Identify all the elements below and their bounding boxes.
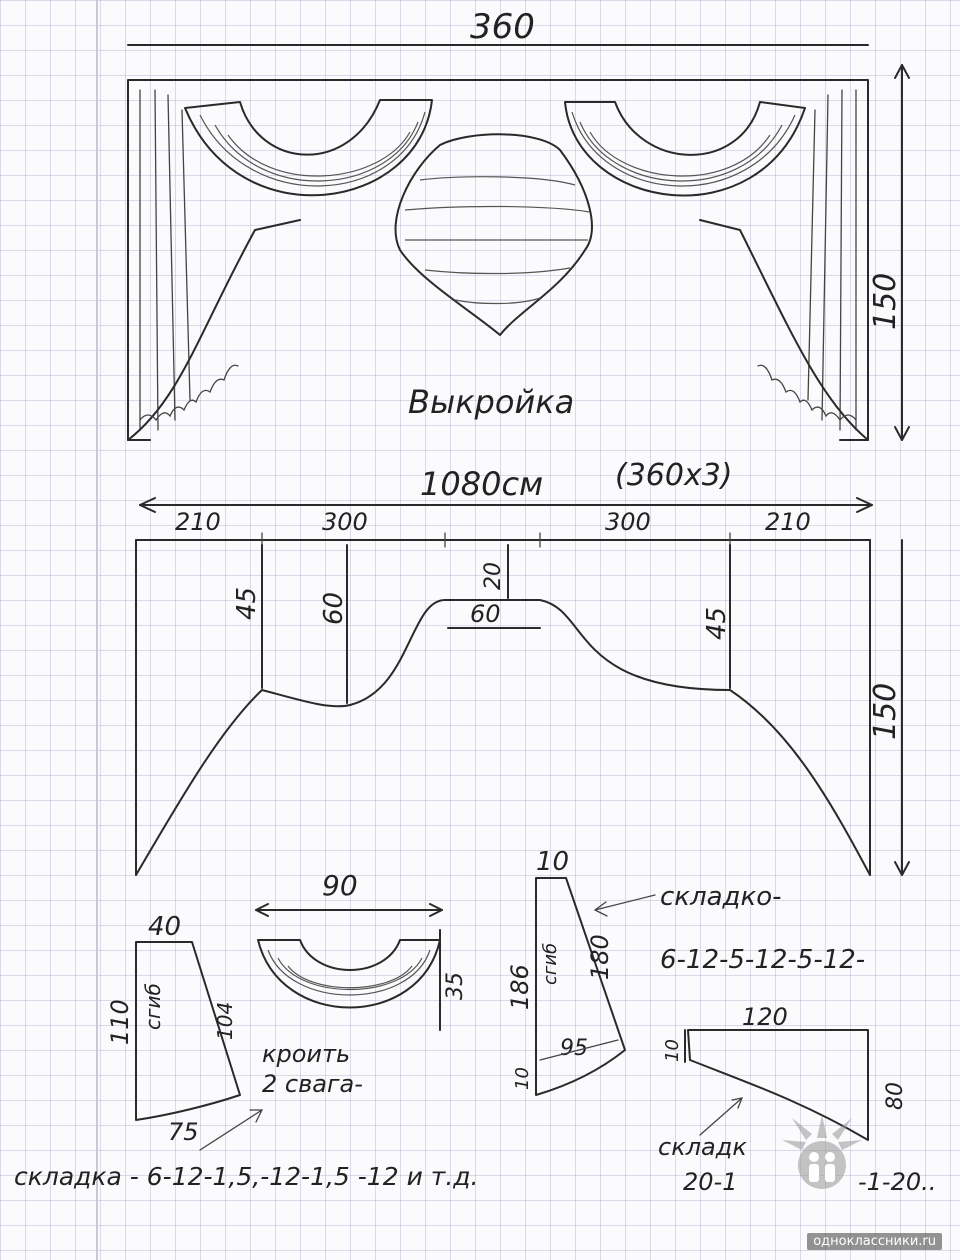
jabot-pointer-arrow [199,1109,264,1151]
tie-fold-label: сгиб [540,943,561,985]
pattern-outline [135,599,871,876]
top-width-label: 360 [470,7,535,47]
cascade-pleats-label: 20-1 [683,1168,737,1196]
tie-outline [535,877,626,1096]
pattern-sides [135,539,871,876]
jabot-piece: 40 110 сгиб 104 75 [106,912,264,1151]
cascade-note-label: складк [658,1133,747,1161]
cascade-pointer-arrow [699,1097,744,1136]
swag-note-line2: 2 свага- [262,1070,363,1098]
left-drape-folds [139,89,191,431]
seg-mid-right-label: 300 [605,508,651,536]
jabot-pleats-label: складка - 6-12-1,5,-12-1,5 -12 и т.д. [14,1162,479,1191]
right-ruffle-edge [699,219,869,441]
drop-center-label: 20 [481,562,506,590]
left-swag-sketch [184,99,433,197]
seg-right-label: 210 [765,508,811,536]
cascade-side-right-label: 80 [883,1082,908,1110]
tie-pointer-arrow [593,894,656,917]
total-width-arrowheads [139,497,873,513]
jabot-fold-label: сгиб [141,983,165,1030]
cascade-outline [687,1029,869,1141]
tie-bottom-dim [539,1039,619,1061]
drop-left-mid-label: 60 [319,592,349,625]
jabot-diagonal-label: 104 [213,1002,237,1040]
tie-height-label: 186 [506,964,534,1010]
pattern-height-label: 150 [868,683,903,740]
drop-right-label: 45 [702,607,732,640]
notebook-margin-line [96,0,98,1260]
swag-width-label: 90 [322,869,358,902]
segment-ticks [261,532,731,548]
swag-width-arrowheads [255,903,443,917]
tie-piece: 10 186 сгиб 180 95 10 складко- 6-12-5-12… [506,847,865,1096]
cascade-side-left-label: 10 [662,1039,683,1062]
cascade-pleats-tail-label: -1-20.. [858,1168,936,1196]
center-fan-sketch [394,133,593,336]
jabot-outline [135,941,241,1121]
left-ruffle-waves [139,364,239,422]
tie-note-label: складко- [660,882,782,912]
swag-note-line1: кроить [262,1040,350,1068]
top-height-arrowheads [894,64,910,441]
cascade-top-label: 120 [742,1003,788,1031]
cascade-piece: 120 10 80 складк 20-1 -1-20.. [658,1003,936,1196]
swag-height-label: 35 [443,972,468,1000]
right-swag-sketch [564,101,806,197]
jabot-side-label: 110 [106,999,134,1045]
formula-label: (360х3) [615,458,733,493]
curtain-sketch: 360 [127,7,910,441]
seg-mid-left-label: 300 [322,508,368,536]
caption-label: Выкройка [408,383,574,421]
pattern-layout: 1080см (360х3) 210 300 300 210 45 60 [135,458,910,876]
sun-logo-icon [782,1115,862,1189]
tie-diagonal-label: 180 [586,934,614,980]
jabot-top-label: 40 [148,912,181,942]
tie-pleats-label: 6-12-5-12-5-12- [660,945,865,975]
tie-top-label: 10 [536,847,569,877]
center-width-label: 60 [470,600,501,628]
right-drape-folds [807,89,857,431]
jabot-bottom-label: 75 [168,1118,199,1146]
seg-left-label: 210 [175,508,221,536]
pattern-height-arrowhead [894,861,910,876]
drop-left-label: 45 [232,587,262,620]
watermark-label: одноклассники.ru [807,1233,942,1250]
top-height-label: 150 [868,273,903,330]
tie-bottom-side-label: 10 [512,1067,533,1090]
swag-piece: 90 35 кроить 2 свага- [255,869,468,1098]
right-ruffle-waves [757,364,857,422]
swag-outline [257,939,441,1009]
total-width-label: 1080см [420,465,543,503]
left-ruffle-edge [127,219,301,441]
